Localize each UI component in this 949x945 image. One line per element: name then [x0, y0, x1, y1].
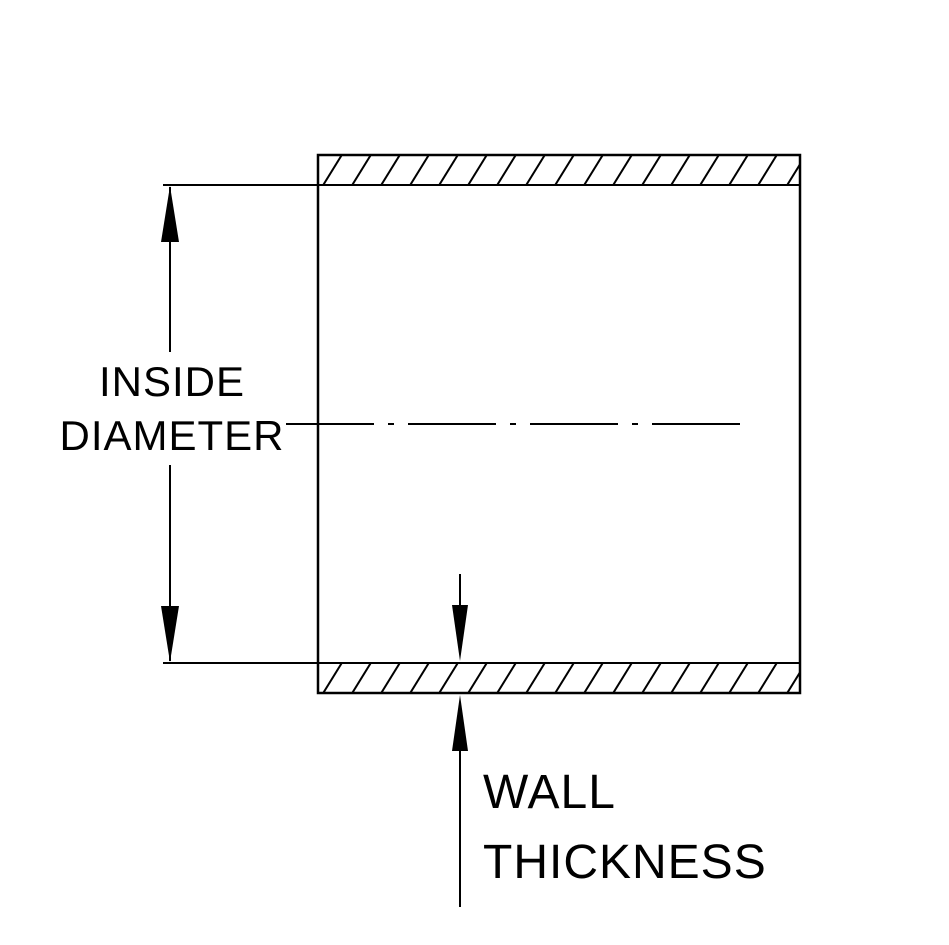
wall-thickness-dimension: WALL THICKNESS	[452, 574, 767, 907]
bottom-wall-hatch	[319, 664, 799, 692]
arrowhead-down-icon	[161, 606, 179, 662]
top-wall-hatch	[319, 156, 799, 184]
inside-diameter-dimension: INSIDE DIAMETER	[59, 184, 318, 664]
arrowhead-up-icon	[161, 186, 179, 242]
wall-thickness-label-line1: WALL	[483, 766, 616, 819]
inside-diameter-label-line2: DIAMETER	[59, 412, 284, 459]
arrowhead-down-icon	[452, 605, 468, 661]
inside-diameter-label-line1: INSIDE	[99, 358, 245, 405]
wall-thickness-label-line2: THICKNESS	[483, 836, 767, 889]
arrowhead-up-icon	[452, 695, 468, 751]
tube-cross-section	[286, 153, 802, 695]
